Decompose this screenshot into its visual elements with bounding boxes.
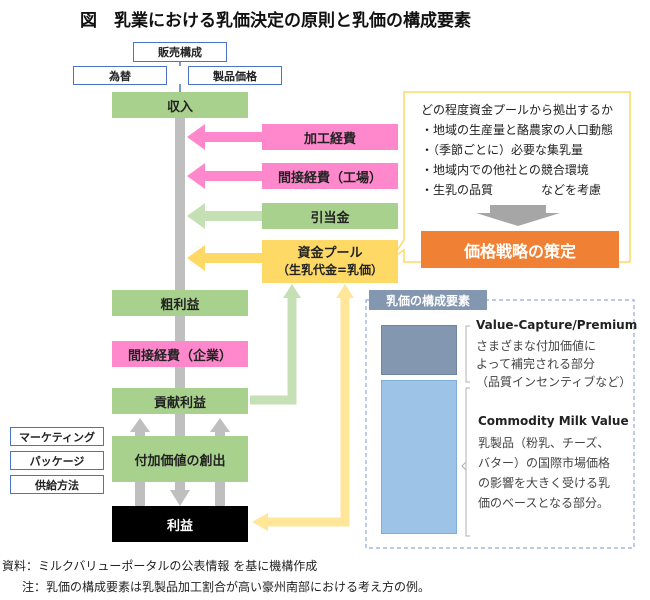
premium-desc-line: （品質インセンティブなど） <box>476 375 632 389</box>
pool-callout-bubble <box>391 91 631 263</box>
value-creation-box: 付加価値の創出 <box>112 436 248 482</box>
allowance-box: 引当金 <box>262 203 398 229</box>
premium-bar <box>381 325 457 375</box>
commodity-desc-line: 価のベースとなる部分。 <box>478 496 610 510</box>
down-arrow-strategy <box>476 213 560 226</box>
arrow-fund-pool <box>187 245 205 271</box>
components-label: 乳価の構成要素 <box>369 290 487 310</box>
sales-structure-box: 販売構成 <box>133 42 227 62</box>
footnote: 注：乳価の構成要素は乳製品加工割合が高い豪州南部における考え方の例。 <box>22 580 431 594</box>
arrow-allowance <box>187 203 205 229</box>
premium-desc-line: さまざまな付加価値に <box>476 339 597 353</box>
premium-title: Value-Capture/Premium <box>476 318 638 332</box>
pool-callout-item: ・地域の生産量と酪農家の人口動態 <box>421 123 614 137</box>
up-arrow-right <box>210 418 230 432</box>
fund-pool-title: 資金プール <box>297 245 363 261</box>
pool-callout-item: ・生乳の品質 などを考慮 <box>421 183 602 197</box>
pool-callout-heading: どの程度資金プールから拠出するか <box>421 103 614 117</box>
income-box: 収入 <box>112 92 248 118</box>
supply-method-box: 供給方法 <box>10 475 104 494</box>
components-dashed-frame <box>365 299 635 549</box>
arrow-processing-cost <box>187 124 205 150</box>
price-strategy-box: 価格戦略の策定 <box>421 231 619 268</box>
indirect-factory-box: 間接経費（工場） <box>262 163 398 189</box>
marketing-box: マーケティング <box>10 427 104 446</box>
profit-box: 利益 <box>112 506 248 542</box>
commodity-desc-line: 乳製品（粉乳、チーズ、 <box>478 436 610 450</box>
gross-profit-box: 粗利益 <box>112 290 248 316</box>
processing-cost-box: 加工経費 <box>262 124 398 150</box>
commodity-desc-line: の影響を大きく受ける乳 <box>478 476 611 490</box>
diagram-title: 図 乳業における乳価決定の原則と乳価の構成要素 <box>80 11 471 31</box>
commodity-title: Commodity Milk Value <box>478 414 629 428</box>
commodity-desc-line: バター）の国際市場価格 <box>478 456 611 470</box>
arrow-pool-profit <box>252 513 268 531</box>
up-arrow-left <box>130 418 150 432</box>
source-note: 資料：ミルクバリューポータルの公表情報 を基に機構作成 <box>2 559 318 573</box>
pool-callout-item: ・地域内での他社との競合環境 <box>421 163 589 177</box>
premium-desc-line: よって補完される部分 <box>476 357 596 371</box>
fund-pool-subtitle: （生乳代金=乳価） <box>276 263 384 278</box>
exchange-box: 為替 <box>73 66 167 85</box>
commodity-bar <box>381 380 457 534</box>
main-flow-arrowhead <box>170 490 190 506</box>
indirect-company-box: 間接経費（企業） <box>112 341 248 367</box>
pool-callout-item: ・（季節ごとに）必要な集乳量 <box>421 143 584 157</box>
product-price-box: 製品価格 <box>188 66 282 85</box>
arrow-indirect-factory <box>187 163 205 189</box>
fund-pool-box: 資金プール （生乳代金=乳価） <box>262 240 398 283</box>
package-box: パッケージ <box>10 451 104 470</box>
arrow-contribution-to-pool <box>283 284 301 298</box>
contribution-profit-box: 貢献利益 <box>112 388 248 414</box>
